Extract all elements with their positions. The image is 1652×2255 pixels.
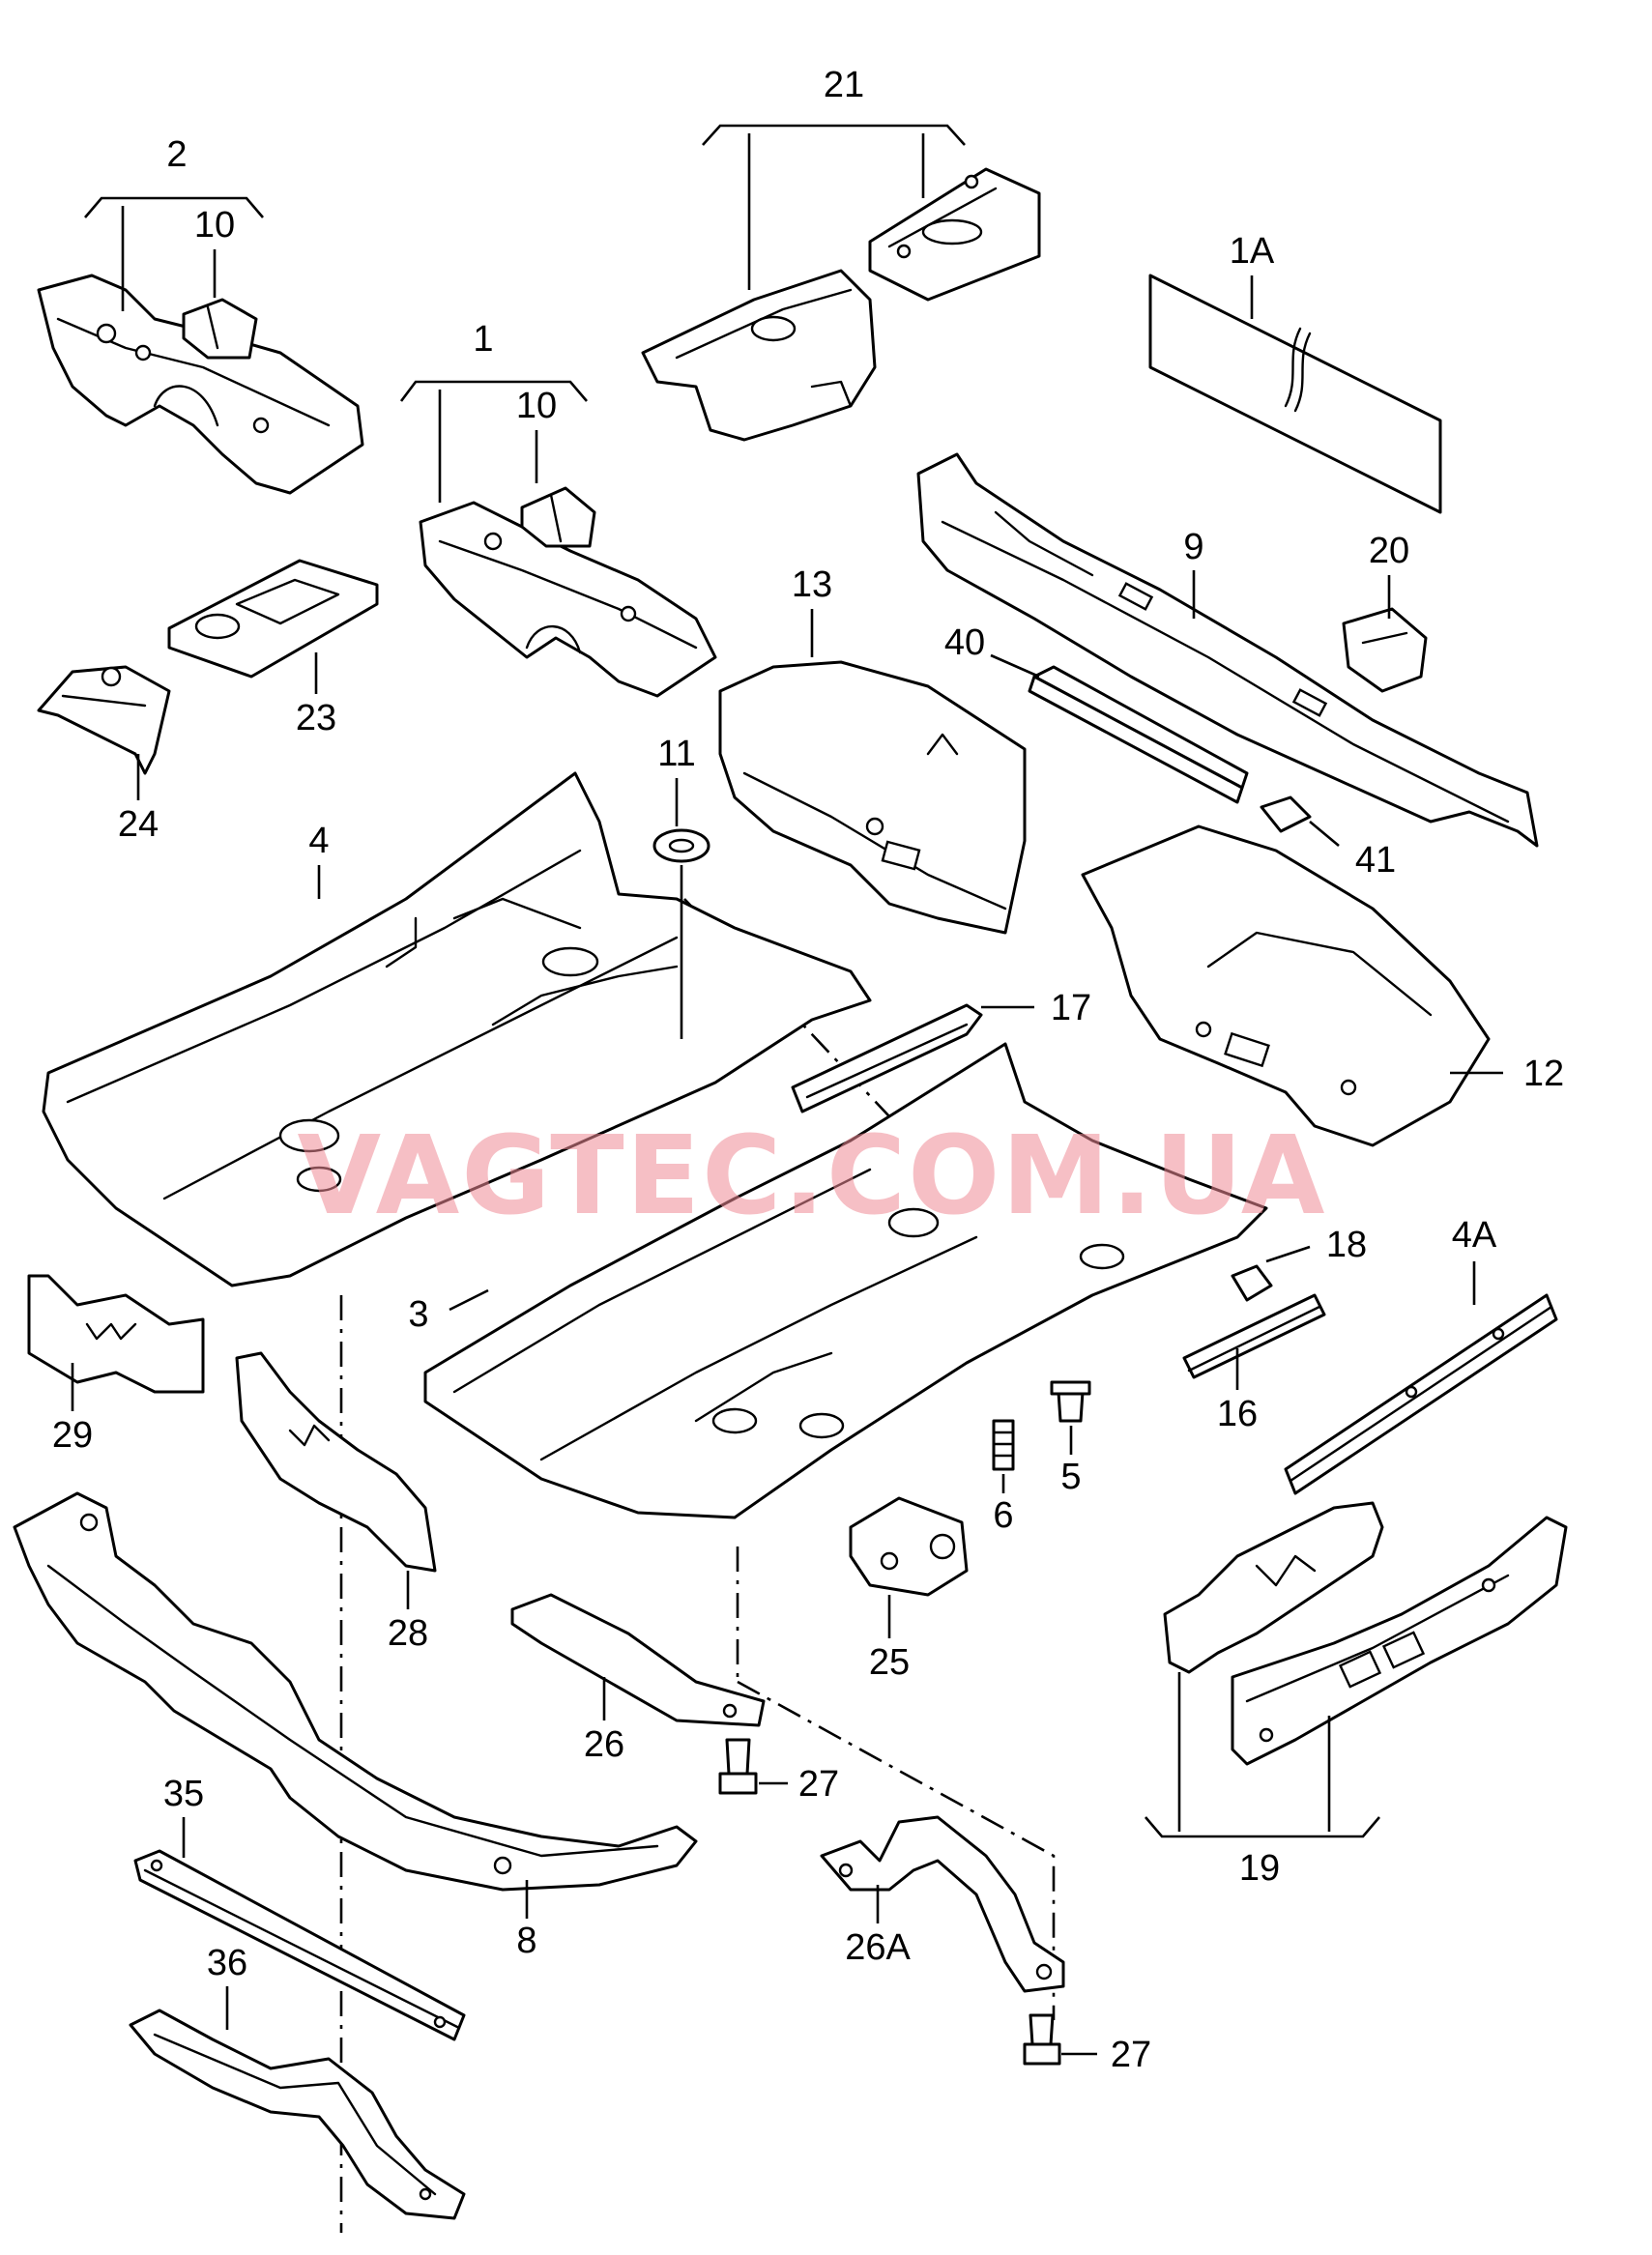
part-4-rear-floor[interactable] (42, 771, 872, 1287)
callout-2: 2 (166, 134, 187, 175)
callout-29: 29 (52, 1415, 93, 1456)
part-10-bracket-b[interactable] (520, 486, 596, 548)
callout-8: 8 (516, 1921, 536, 1961)
callout-27a: 27 (798, 1764, 839, 1805)
part-19-side-member[interactable] (1163, 1501, 1568, 1766)
callout-19: 19 (1239, 1848, 1280, 1889)
part-6-stud[interactable] (992, 1419, 1015, 1471)
callout-13: 13 (792, 564, 832, 605)
callout-35: 35 (163, 1774, 204, 1814)
callout-36: 36 (207, 1943, 247, 1983)
part-16-rail[interactable] (1182, 1293, 1326, 1379)
callout-4: 4 (308, 821, 329, 861)
callout-10b: 10 (516, 386, 557, 426)
callout-17: 17 (1051, 988, 1091, 1028)
part-1-cross-member[interactable] (419, 501, 717, 698)
part-25-bracket[interactable] (849, 1496, 969, 1597)
callout-18: 18 (1326, 1225, 1367, 1265)
part-40-strip[interactable] (1028, 665, 1249, 804)
part-13-rear-pan-left[interactable] (718, 660, 1027, 935)
callout-40: 40 (944, 622, 985, 663)
callout-12: 12 (1523, 1054, 1564, 1094)
callout-26: 26 (584, 1724, 624, 1765)
callout-11: 11 (657, 734, 695, 774)
part-26A-bracket[interactable] (820, 1815, 1065, 1993)
callout-5: 5 (1060, 1457, 1081, 1497)
callout-16: 16 (1217, 1394, 1258, 1434)
part-27-bolt-lower[interactable] (1023, 2013, 1061, 2066)
callout-4A: 4A (1452, 1215, 1497, 1256)
part-8-member[interactable] (13, 1491, 698, 1892)
part-35-strip[interactable] (133, 1849, 466, 2041)
part-12-rear-pan-right[interactable] (1081, 824, 1491, 1147)
part-29-shield[interactable] (27, 1274, 205, 1394)
callout-1A: 1A (1230, 231, 1275, 272)
part-24-bracket[interactable] (37, 665, 171, 775)
callout-25: 25 (869, 1642, 910, 1683)
part-26-bracket[interactable] (510, 1593, 766, 1727)
part-1A-sheet[interactable] (1148, 274, 1442, 514)
callout-10a: 10 (194, 205, 235, 246)
callout-41: 41 (1355, 840, 1396, 881)
callout-6: 6 (993, 1495, 1013, 1536)
part-41-clip[interactable] (1260, 795, 1312, 833)
callout-24: 24 (118, 804, 159, 845)
part-2-cross-member[interactable] (37, 274, 364, 495)
part-18-plate[interactable] (1231, 1264, 1273, 1302)
leader-lines (71, 124, 1503, 2056)
callout-9: 9 (1183, 527, 1203, 567)
part-9-rear-cross-member[interactable] (916, 452, 1539, 848)
part-17-strip[interactable] (791, 1003, 983, 1113)
part-4A-rail[interactable] (1284, 1293, 1558, 1495)
callout-26A: 26A (845, 1927, 911, 1968)
part-10-bracket-a[interactable] (182, 298, 258, 360)
callout-20: 20 (1369, 531, 1409, 571)
part-20-bracket[interactable] (1342, 607, 1428, 693)
part-27-bolt-upper[interactable] (718, 1738, 758, 1795)
part-36-member[interactable] (129, 2009, 466, 2220)
callout-3: 3 (408, 1294, 428, 1335)
watermark-text: VAGTEC.COM.UA (298, 1113, 1327, 1239)
part-3-front-floor[interactable] (423, 1042, 1268, 1519)
callout-27b: 27 (1111, 2035, 1151, 2075)
part-5-bolt[interactable] (1050, 1380, 1091, 1423)
callout-21: 21 (824, 65, 864, 105)
callout-labels: 1 1A 2 3 4 4A 5 6 8 9 10 10 11 12 13 16 … (52, 65, 1564, 2075)
part-11-grommet[interactable] (652, 828, 710, 863)
part-28-shield[interactable] (235, 1351, 437, 1573)
callout-23: 23 (296, 698, 336, 738)
callout-1: 1 (473, 319, 493, 360)
part-23-plate[interactable] (167, 559, 379, 679)
part-21-tunnel-bracket-left[interactable] (641, 269, 877, 442)
part-21-tunnel-bracket-right[interactable] (868, 167, 1041, 302)
callout-28: 28 (388, 1613, 428, 1654)
